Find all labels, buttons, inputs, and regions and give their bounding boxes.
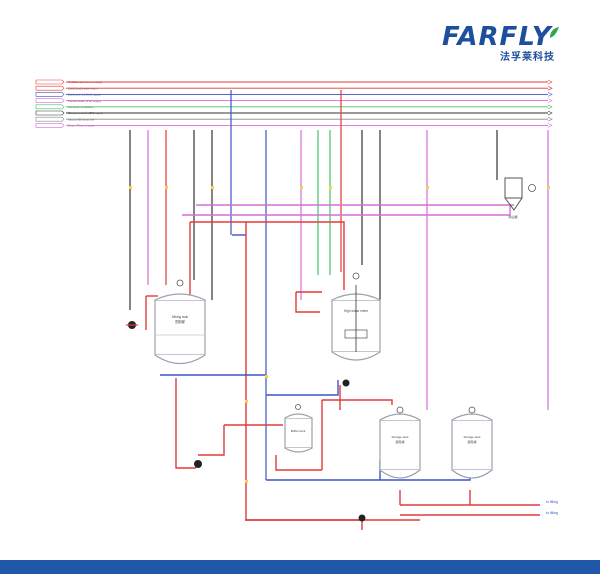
storage-tank-1-label: Storage tank (391, 435, 409, 439)
transfer-pump-1[interactable] (126, 321, 138, 329)
agitator-motors (176, 272, 476, 414)
brand-leaf-icon (550, 27, 559, 38)
filling-pump[interactable] (358, 514, 366, 522)
storage-tank-2-label: Storage tank (463, 435, 481, 439)
legend-tag (35, 92, 65, 97)
outlet-label-1: to filling (546, 500, 558, 504)
outlet-label-2: to filling (546, 511, 558, 515)
legend-arrow-icon (547, 85, 553, 91)
legend-tag (35, 110, 65, 116)
transfer-pump-2[interactable] (194, 460, 202, 468)
brand-logo-text: FARFLY (442, 22, 552, 52)
legend-arrow-icon (547, 116, 553, 122)
legend-arrow-icon (547, 92, 553, 97)
legend-arrow-icon (547, 79, 553, 85)
legend-arrow-icon (547, 98, 553, 103)
legend-tag (35, 98, 65, 103)
mixing-tank-label: Mixing tank (172, 315, 189, 319)
legend-tag (35, 85, 65, 91)
legend-tag (35, 104, 65, 110)
legend-tag (35, 116, 65, 122)
storage-tank-2-label-cn: 储存罐 (467, 439, 476, 444)
legend-arrow-icon (547, 110, 553, 116)
storage-tank-1-label-cn: 储存罐 (395, 439, 404, 444)
pipe-legend: Hot/Saturated steam supplyCold/Condensat… (35, 79, 553, 128)
legend-arrow-icon (547, 104, 553, 110)
storage-tank-1[interactable]: Storage tank 储存罐 (379, 413, 421, 479)
dust-collector[interactable]: 除尘器 (504, 177, 536, 219)
legend-tag (35, 123, 65, 128)
valve-markers (129, 186, 550, 483)
buffer-tank[interactable]: Buffer tank (284, 413, 313, 453)
mixing-tank-label-cn: 配制罐 (175, 319, 185, 324)
vertical-drops (129, 90, 549, 480)
footer-bar (0, 560, 600, 574)
legend-tag (35, 79, 65, 85)
emulsifier-tank-label: High shear mixer (344, 309, 369, 313)
brand-subtitle: 法孚莱科技 (500, 52, 555, 63)
storage-tank-2[interactable]: Storage tank 储存罐 (451, 413, 493, 479)
buffer-tank-label: Buffer tank (291, 429, 306, 433)
dust-collector-label: 除尘器 (508, 214, 517, 219)
distribution-lines (145, 204, 540, 530)
mixing-tank[interactable]: Mixing tank 配制罐 (154, 293, 206, 365)
emulsifier-tank[interactable]: High shear mixer (331, 285, 381, 361)
legend-arrow-icon (547, 123, 553, 128)
transfer-pump-3[interactable] (342, 379, 350, 387)
